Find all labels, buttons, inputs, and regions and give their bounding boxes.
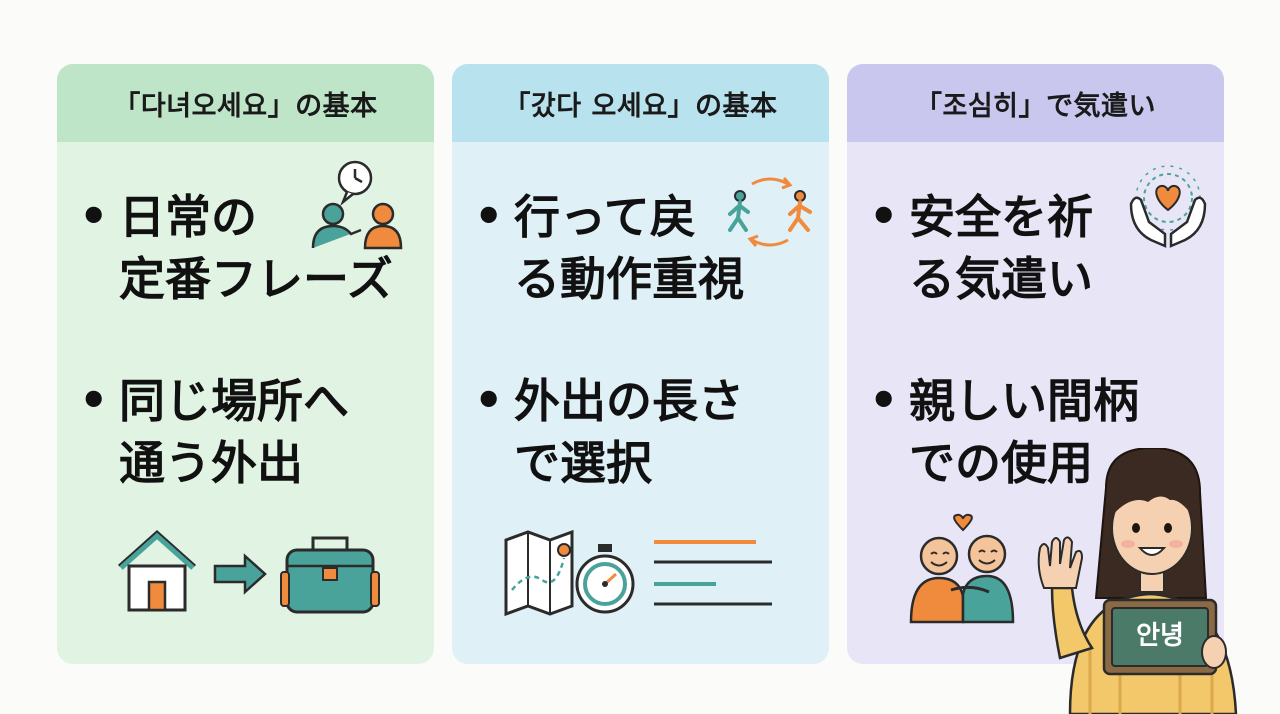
- bullet-item: • 同じ場所へ 通う外出: [79, 370, 349, 494]
- bullet-text: 日常の 定番フレーズ: [119, 186, 393, 310]
- lines-icon: [654, 540, 772, 606]
- two-people-icon: [311, 202, 403, 250]
- bullet-dot: •: [474, 189, 504, 243]
- bullet-line: での使用: [909, 436, 1093, 490]
- card-title: 「조심히」で気遣い: [847, 64, 1224, 142]
- bullet-dot: •: [79, 373, 109, 427]
- walking-cycle-icon: [728, 177, 812, 247]
- card-title: 「갔다 오세요」の基本: [452, 64, 829, 142]
- bullet-item: • 行って戻 る動作重視: [474, 186, 744, 310]
- bullet-line: 通う外出: [119, 436, 303, 490]
- bullet-line: で選択: [514, 436, 652, 490]
- bullet-dot: •: [79, 189, 109, 243]
- bullet-text: 親しい間柄 での使用: [909, 370, 1139, 494]
- bullet-line: 安全を祈: [909, 190, 1093, 244]
- bullet-line: 定番フレーズ: [119, 252, 393, 306]
- bullet-item: • 日常の 定番フレーズ: [79, 186, 393, 310]
- sign-text: 안녕: [1136, 621, 1184, 651]
- arrow-right-icon: [213, 553, 267, 595]
- bullet-text: 同じ場所へ 通う外出: [119, 370, 349, 494]
- bullet-item: • 親しい間柄 での使用: [869, 370, 1139, 494]
- bullet-item: • 安全を祈 る気遣い: [869, 186, 1093, 310]
- bullet-line: 日常の: [119, 190, 257, 244]
- bullet-line: 親しい間柄: [909, 374, 1139, 428]
- bullet-dot: •: [474, 373, 504, 427]
- bullet-text: 行って戻 る動作重視: [514, 186, 744, 310]
- bullet-item: • 外出の長さ で選択: [474, 370, 744, 494]
- heart-hands-icon: [1129, 165, 1207, 248]
- map-icon: [504, 530, 772, 617]
- house-icon: [117, 529, 380, 614]
- bullet-dot: •: [869, 373, 899, 427]
- hugging-people-icon: [909, 513, 1015, 624]
- bullet-dot: •: [869, 189, 899, 243]
- bullet-line: 行って戻: [514, 190, 696, 244]
- stopwatch-icon: [575, 544, 635, 614]
- briefcase-icon: [280, 536, 380, 614]
- card-title: 「다녀오세요」の基本: [57, 64, 434, 142]
- speech-clock-icon: [311, 160, 403, 250]
- bullet-line: 同じ場所へ: [119, 374, 349, 428]
- bullet-text: 安全を祈 る気遣い: [909, 186, 1093, 310]
- bullet-line: る気遣い: [909, 252, 1093, 306]
- card-gatda-oseyo: 「갔다 오세요」の基本 • 行って戻 る動作重視 • 外出の長さ で選択: [452, 64, 829, 664]
- bullet-line: 外出の長さ: [514, 374, 744, 428]
- card-daniyeo-oseyo: 「다녀오세요」の基本 • 日常の 定番フレーズ • 同じ場所へ 通う外出: [57, 64, 434, 664]
- waving-girl-illustration: 안녕: [1037, 448, 1238, 714]
- bullet-line: る動作重視: [514, 252, 744, 306]
- bullet-text: 外出の長さ で選択: [514, 370, 744, 494]
